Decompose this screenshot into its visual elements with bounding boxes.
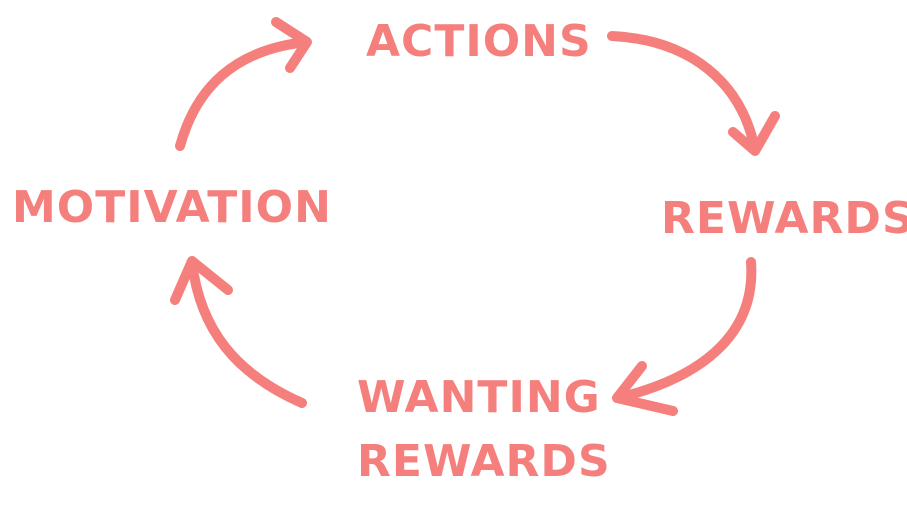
node-wanting-rewards-line1: WANTING <box>357 372 601 423</box>
arrow-actions-to-rewards <box>607 31 780 156</box>
arrow-rewards-to-wanting <box>612 257 757 416</box>
node-wanting-rewards-line2: REWARDS <box>357 436 611 487</box>
node-rewards: REWARDS <box>661 193 907 244</box>
arrow-motivation-to-actions <box>175 17 312 151</box>
arrow-wanting-to-motivation <box>170 256 307 408</box>
node-actions: ACTIONS <box>366 16 592 67</box>
node-motivation: MOTIVATION <box>12 182 332 233</box>
